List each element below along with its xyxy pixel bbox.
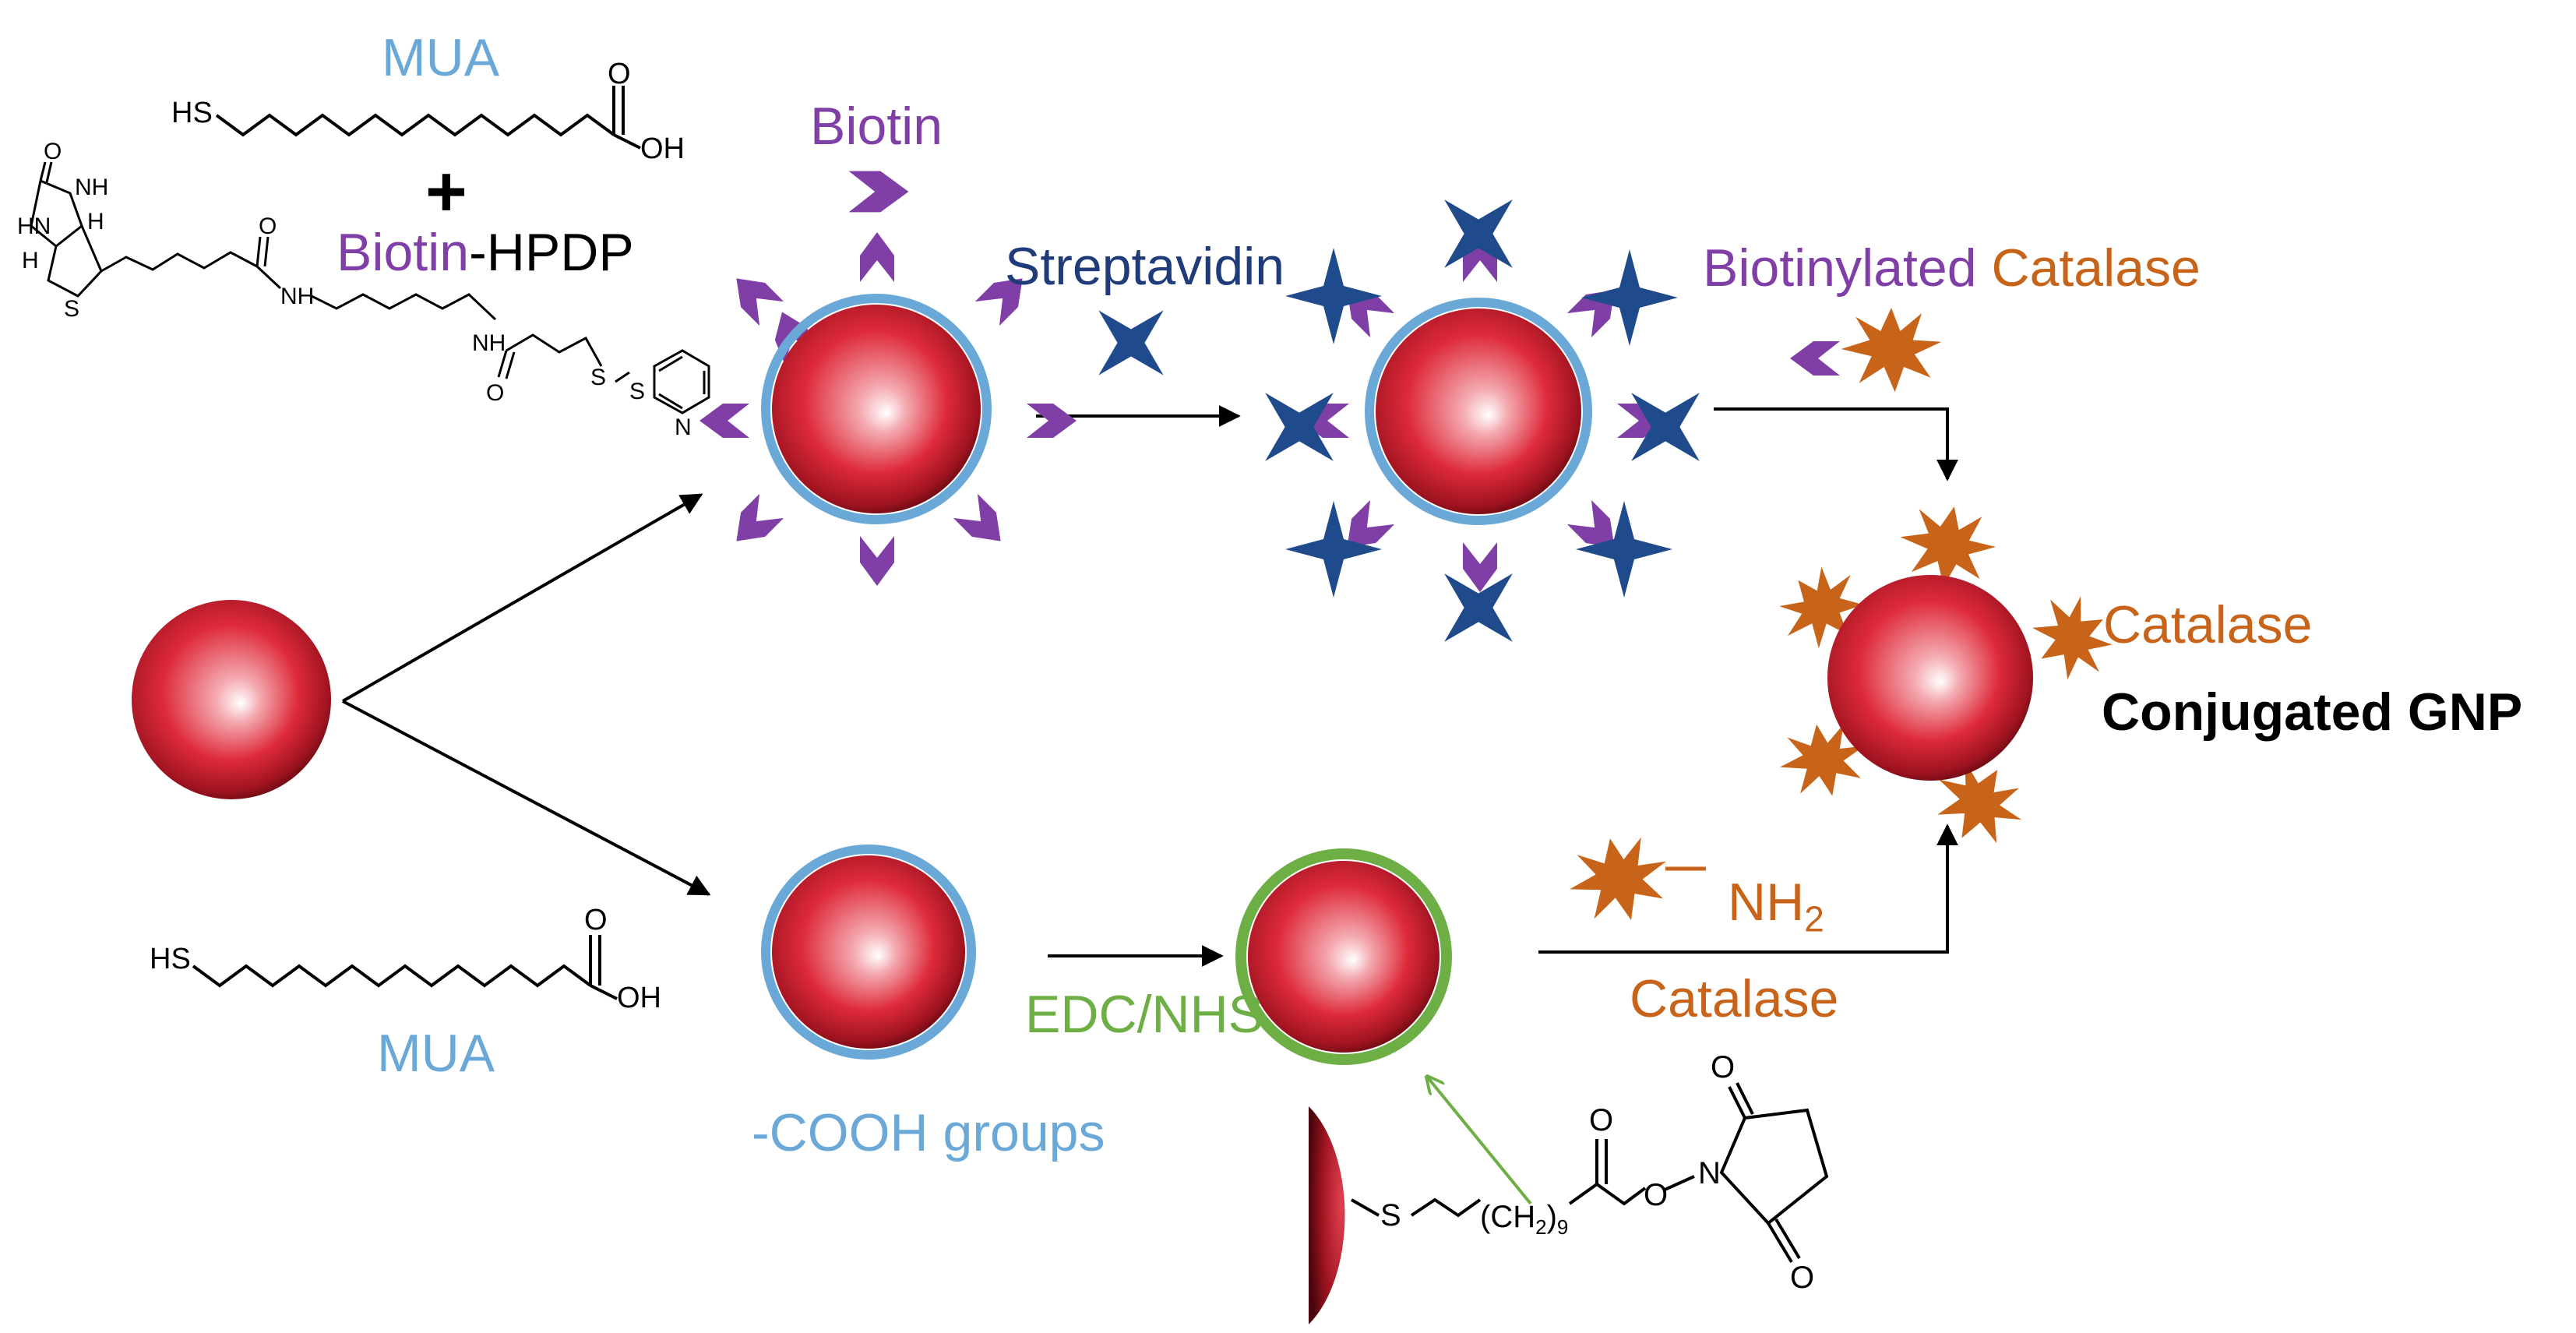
label-plus: + [425, 152, 467, 231]
chem-linker-s2: S [629, 379, 646, 404]
green-arrow [1427, 1077, 1532, 1205]
nhs-gnp-shell [1235, 848, 1452, 1065]
chem-biotin-h2: H [87, 209, 104, 235]
nhs-gnp [1248, 861, 1440, 1053]
label-biotinylated-catalase: Biotinylated Catalase [1703, 242, 2201, 294]
label-streptavidin: Streptavidin [1005, 237, 1285, 296]
catalase-amine-icon [1561, 827, 1677, 932]
label-conjugated-gnp: Conjugated GNP [2102, 682, 2523, 742]
chem-oh-bottom: OH [617, 982, 661, 1014]
chem-linker-o2: O [486, 380, 505, 406]
streptavidin-gnp-shell [1365, 298, 1592, 525]
biotin-gnp-shell [761, 294, 992, 524]
chem-biotin-h1: H [22, 248, 39, 273]
chem-nhs-sub2: 2 [1535, 1215, 1547, 1239]
chem-biotin-s: S [64, 296, 80, 322]
chem-linker-nh1: NH [280, 284, 315, 309]
biotin-gnp [772, 305, 981, 513]
chem-biotin-o: O [44, 139, 62, 164]
label-biotin-hpdp-biotin: Biotin [337, 223, 470, 282]
chem-nhs-paren: ) [1546, 1200, 1557, 1234]
label-catalase-top: Catalase [1991, 238, 2201, 298]
label-nh2-main: NH [1728, 873, 1805, 932]
label-biotin-hpdp: Biotin-HPDP [337, 226, 634, 279]
label-nh2-sub: 2 [1804, 898, 1824, 940]
mua-structure-top [215, 86, 641, 150]
chem-nhs-s: S [1380, 1198, 1401, 1232]
chem-nhs-o-ring-top: O [1711, 1050, 1736, 1084]
chem-nhs-ch: (CH [1480, 1200, 1536, 1234]
label-edc-nhs: EDC/NHS [1025, 985, 1264, 1044]
chem-biotin-hn: HN [17, 213, 51, 239]
chem-o-top: O [608, 58, 631, 90]
chem-nhs-o-ester: O [1644, 1178, 1669, 1212]
label-biotin: Biotin [810, 97, 943, 156]
biotin-chevron-icon [848, 171, 909, 213]
chem-pyridine-n: N [675, 414, 692, 440]
chem-oh-top: OH [640, 132, 685, 165]
label-cooh-groups: -COOH groups [752, 1103, 1105, 1162]
chem-o-bottom: O [584, 904, 608, 936]
chem-hs-top: HS [171, 97, 213, 129]
streptavidin-star-icon [1066, 277, 1196, 408]
biotinylated-catalase-icon [1790, 308, 1942, 393]
bare-gnp [132, 600, 331, 799]
chem-nhs-n: N [1698, 1156, 1721, 1190]
chem-nhs-o-ring-bottom: O [1790, 1261, 1815, 1295]
chem-hs-bottom: HS [150, 943, 191, 975]
chem-nhs-ch2-9: (CH2)9 [1480, 1201, 1568, 1237]
nhs-ester-structure [1309, 1082, 1829, 1324]
chem-biotin-nh: NH [75, 175, 109, 200]
label-nh2: NH2 [1728, 876, 1824, 937]
chem-nhs-o-carbonyl: O [1589, 1103, 1614, 1137]
mua-structure-bottom [192, 935, 618, 1000]
arrows [342, 405, 1958, 967]
label-biotinylated: Biotinylated [1703, 238, 1977, 298]
streptavidin-gnp [1376, 309, 1581, 514]
label-mua-top: MUA [382, 28, 500, 87]
label-catalase-bottom: Catalase [1630, 969, 1839, 1028]
biotin-hpdp-structure [30, 161, 710, 414]
cooh-gnp-shell [761, 845, 976, 1060]
chem-nhs-sub9: 9 [1556, 1215, 1569, 1239]
label-mua-bottom: MUA [377, 1024, 495, 1083]
label-biotin-hpdp-suffix: -HPDP [469, 223, 634, 282]
cooh-gnp [772, 855, 965, 1049]
chem-linker-nh2: NH [472, 330, 506, 356]
conjugated-gnp [1827, 575, 2033, 781]
chem-linker-o1: O [259, 213, 277, 239]
label-catalase-right: Catalase [2103, 595, 2313, 654]
chem-linker-s1: S [590, 365, 607, 390]
